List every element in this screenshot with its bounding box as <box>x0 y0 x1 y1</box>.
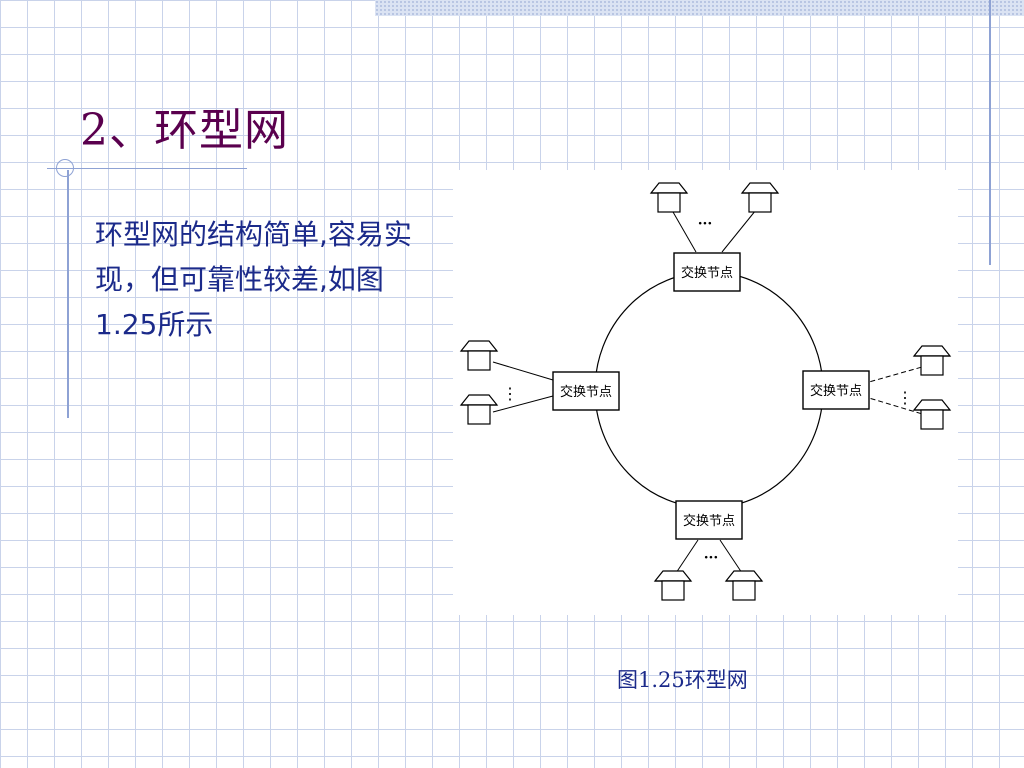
ellipsis-bottom: ··· <box>704 550 719 566</box>
top-decorative-band <box>375 0 1024 16</box>
switch-node-bottom: 交换节点 <box>675 500 743 540</box>
link-top-right <box>721 204 761 253</box>
terminal-icon <box>913 399 951 430</box>
switch-node-right-label: 交换节点 <box>810 383 862 399</box>
switch-node-left-label: 交换节点 <box>560 384 612 400</box>
link-left-upper <box>492 361 554 381</box>
left-decorative-rule <box>67 170 69 418</box>
switch-node-top-label: 交换节点 <box>681 265 733 281</box>
ring-line <box>594 271 824 509</box>
terminal-icon <box>741 182 779 213</box>
ellipsis-left: ⋮ <box>502 384 518 403</box>
terminal-icon <box>725 570 763 601</box>
slide-body-text: 环型网的结构简单,容易实现，但可靠性较差,如图1.25所示 <box>95 218 412 341</box>
switch-node-left: 交换节点 <box>552 371 620 411</box>
link-bottom-left <box>673 539 699 577</box>
link-right-lower <box>868 397 930 417</box>
terminal-icon <box>654 570 692 601</box>
terminal-icon <box>460 340 498 371</box>
link-top-left <box>668 204 697 253</box>
switch-node-bottom-label: 交换节点 <box>683 513 735 529</box>
link-bottom-right <box>719 539 745 577</box>
terminal-icon <box>650 182 688 213</box>
terminal-icon <box>460 394 498 425</box>
figure-caption: 图1.25环型网 <box>617 668 748 692</box>
link-right-upper <box>868 364 930 383</box>
ellipsis-top: ··· <box>698 216 713 232</box>
title-underline-rule <box>47 168 247 169</box>
right-decorative-rule <box>989 0 991 265</box>
ring-network-diagram: 交换节点 交换节点 交换节点 交换节点 ··· ··· ⋮ ⋮ <box>453 170 958 615</box>
slide-title: 2、环型网 <box>80 105 289 156</box>
link-left-lower <box>492 395 554 413</box>
switch-node-top: 交换节点 <box>673 252 741 292</box>
title-bullet-circle <box>56 159 74 177</box>
switch-node-right: 交换节点 <box>802 370 870 410</box>
terminal-icon <box>913 345 951 376</box>
ellipsis-right: ⋮ <box>897 388 913 407</box>
